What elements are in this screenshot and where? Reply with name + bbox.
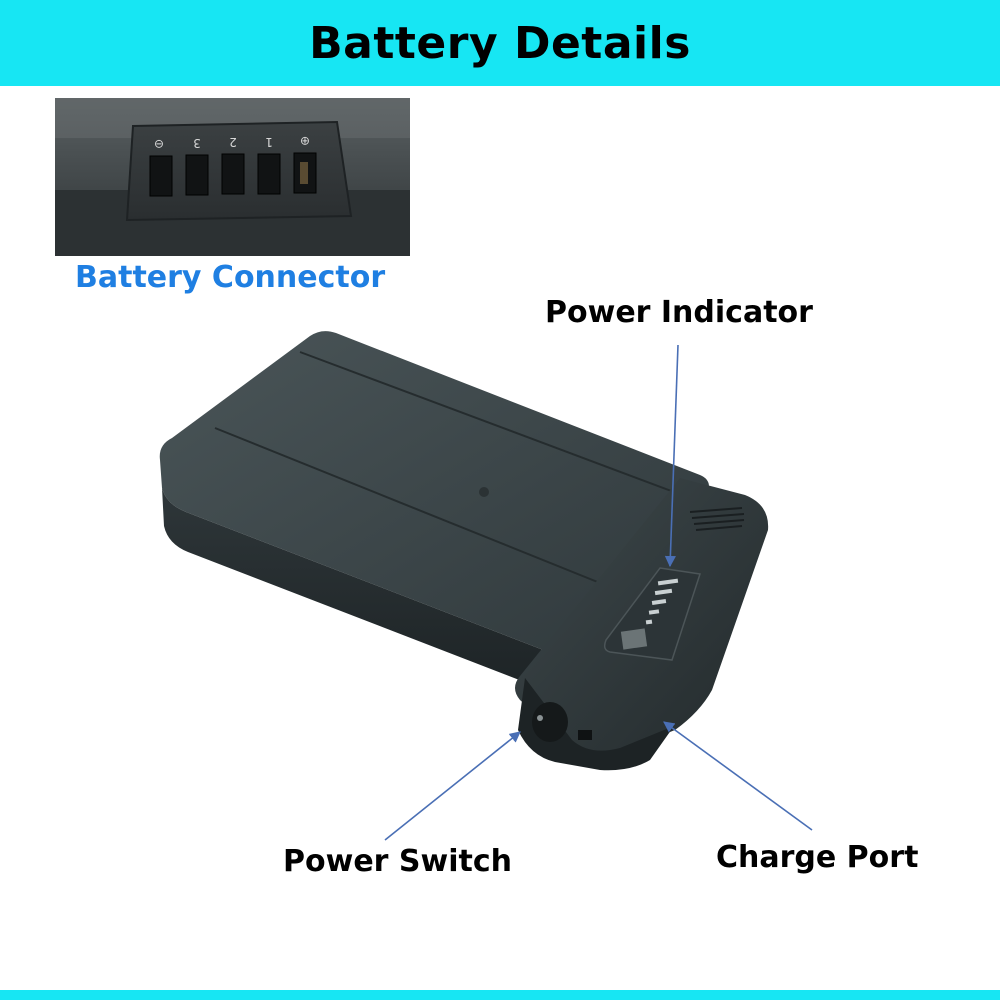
page-title: Battery Details xyxy=(309,17,691,69)
charge-port-icon xyxy=(578,730,592,740)
pin-label-plus: ⊕ xyxy=(300,134,310,148)
led-indicator-icon xyxy=(603,567,701,661)
battery-body xyxy=(159,331,769,771)
connector-photo: ⊖ 3 2 1 ⊕ xyxy=(55,98,410,256)
charge-port-arrow xyxy=(663,721,813,831)
pin-label-2: 2 xyxy=(229,135,237,149)
power-switch-icon xyxy=(532,702,568,742)
footer-bar xyxy=(0,990,1000,1000)
pin-label-3: 3 xyxy=(193,136,201,150)
header-banner: Battery Details xyxy=(0,0,1000,86)
pin-label-minus: ⊖ xyxy=(154,137,164,151)
power-switch-arrow xyxy=(384,731,521,841)
power-indicator-arrow xyxy=(664,344,679,568)
connector-caption: Battery Connector xyxy=(75,260,386,295)
charge-port-label: Charge Port xyxy=(716,840,919,875)
power-switch-label: Power Switch xyxy=(283,844,512,879)
pin-label-1: 1 xyxy=(265,135,273,149)
power-indicator-label: Power Indicator xyxy=(545,295,813,330)
